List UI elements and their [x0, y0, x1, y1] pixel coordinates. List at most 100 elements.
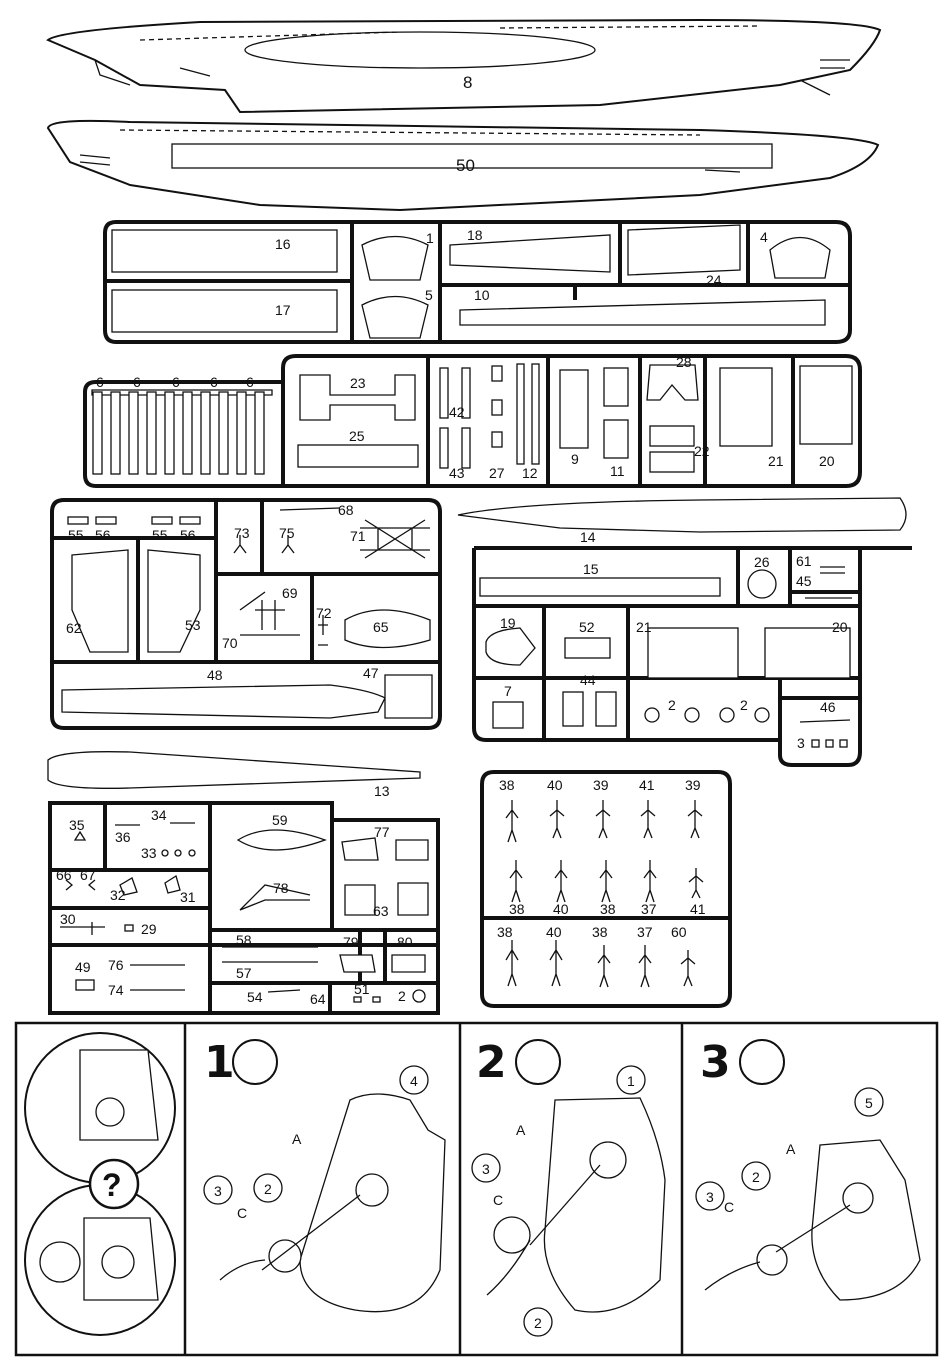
callout-label: 2 — [752, 1169, 760, 1185]
hull-half-upper: 8 — [46, 18, 882, 114]
figure-label: 40 — [546, 924, 562, 940]
callout-label: 4 — [410, 1073, 418, 1089]
glue-icon — [515, 1039, 561, 1085]
part-label: 74 — [108, 982, 124, 998]
part-label: 21 — [636, 619, 652, 635]
part-label: 35 — [69, 817, 85, 833]
part-label: 34 — [151, 807, 167, 823]
part-label: 44 — [580, 672, 596, 688]
part-label: 32 — [110, 887, 126, 903]
part-label: 54 — [247, 989, 263, 1005]
part-label: 28 — [676, 354, 692, 370]
assembly-step-3: 3 5 3 2 A C — [695, 1037, 921, 1301]
part-label: 2 — [398, 988, 406, 1004]
part-label: 17 — [275, 302, 291, 318]
part-label: 47 — [363, 665, 379, 681]
hull-half-lower: 50 — [46, 119, 880, 212]
part-label: 26 — [754, 554, 770, 570]
part-label: 49 — [75, 959, 91, 975]
comparison-panel: ? — [24, 1032, 176, 1336]
tag-label: A — [786, 1141, 796, 1157]
part-label: 13 — [374, 783, 390, 799]
part-label: 48 — [207, 667, 223, 683]
part-label: 16 — [275, 236, 291, 252]
part-label: 57 — [236, 965, 252, 981]
glue-icon — [232, 1039, 278, 1085]
part-label: 33 — [141, 845, 157, 861]
part-label: 42 — [449, 404, 465, 420]
part-label: 20 — [819, 453, 835, 469]
part-label: 59 — [272, 812, 288, 828]
part-label: 70 — [222, 635, 238, 651]
part-label: 62 — [66, 620, 82, 636]
part-label: 7 — [504, 683, 512, 699]
part-label: 3 — [797, 735, 805, 751]
callout-label: 1 — [627, 1073, 635, 1089]
part-label: 78 — [273, 880, 289, 896]
part-label: 61 — [796, 553, 812, 569]
step-number: 3 — [700, 1037, 731, 1088]
part-label: 11 — [610, 463, 625, 479]
question-mark: ? — [102, 1167, 122, 1203]
figure-label: 60 — [671, 924, 687, 940]
callout-label: 3 — [706, 1189, 714, 1205]
part-label: 2 — [668, 697, 676, 713]
part-label: 75 — [279, 525, 295, 541]
part-label: 36 — [115, 829, 131, 845]
tag-label: C — [724, 1199, 734, 1215]
sprue-c: 55 56 55 56 62 53 73 75 68 71 69 70 72 6… — [50, 498, 442, 730]
callout-label: 5 — [865, 1095, 873, 1111]
part-label: 9 — [571, 451, 579, 467]
part-label: 52 — [579, 619, 595, 635]
part-label: 27 — [489, 465, 505, 481]
part-label: 18 — [467, 227, 483, 243]
part-label: 19 — [500, 615, 516, 631]
figure-label: 38 — [509, 901, 525, 917]
part-label: 4 — [760, 229, 768, 245]
part-label: 72 — [316, 605, 332, 621]
part-label: 43 — [449, 465, 465, 481]
tag-label: C — [237, 1205, 247, 1221]
part-label: 56 — [180, 527, 196, 543]
figure-label: 41 — [690, 901, 706, 917]
callout-label: 3 — [482, 1161, 490, 1177]
part-label: 71 — [350, 528, 366, 544]
figure-label: 38 — [592, 924, 608, 940]
hull-label-upper: 8 — [463, 73, 472, 92]
figure-label: 40 — [553, 901, 569, 917]
part-label: 23 — [350, 375, 366, 391]
part-label: 73 — [234, 525, 250, 541]
part-label: 55 — [68, 527, 84, 543]
crew-figures-sprue: 38 40 39 41 39 38 40 38 37 41 38 40 38 3… — [480, 770, 732, 1008]
part-label: 22 — [694, 443, 710, 459]
part-label: 68 — [338, 502, 354, 518]
part-label: 64 — [310, 991, 326, 1007]
part-label: 1 — [426, 230, 434, 246]
part-label: 45 — [796, 573, 812, 589]
part-label: 10 — [474, 287, 490, 303]
figure-label: 38 — [497, 924, 513, 940]
part-label: 12 — [522, 465, 538, 481]
callout-label: 2 — [264, 1181, 272, 1197]
hull-label-lower: 50 — [456, 156, 475, 175]
sprue-e: 13 35 34 36 33 59 77 66 67 32 31 78 63 3… — [47, 751, 440, 1015]
part-label: 58 — [236, 932, 252, 948]
part-label: 53 — [185, 617, 201, 633]
part-label: 6 — [96, 374, 104, 390]
figure-label: 39 — [593, 777, 609, 793]
part-label: 21 — [768, 453, 784, 469]
tag-label: A — [292, 1131, 302, 1147]
sprue-d: 14 15 26 61 45 19 52 21 20 7 44 2 2 46 3 — [457, 497, 912, 767]
tag-label: C — [493, 1192, 503, 1208]
sprue-b: 6 6 6 6 6 23 25 42 43 27 12 9 11 28 22 2… — [83, 354, 862, 488]
part-label: 30 — [60, 911, 76, 927]
assembly-step-1: 1 4 3 2 A C — [203, 1037, 446, 1313]
part-label: 6 — [246, 374, 254, 390]
part-label: 65 — [373, 619, 389, 635]
glue-icon — [739, 1039, 785, 1085]
sprue-a: 16 17 1 5 18 10 24 4 — [103, 220, 852, 344]
part-label: 80 — [397, 934, 413, 950]
part-label: 66 — [56, 867, 72, 883]
part-label: 14 — [580, 529, 596, 545]
